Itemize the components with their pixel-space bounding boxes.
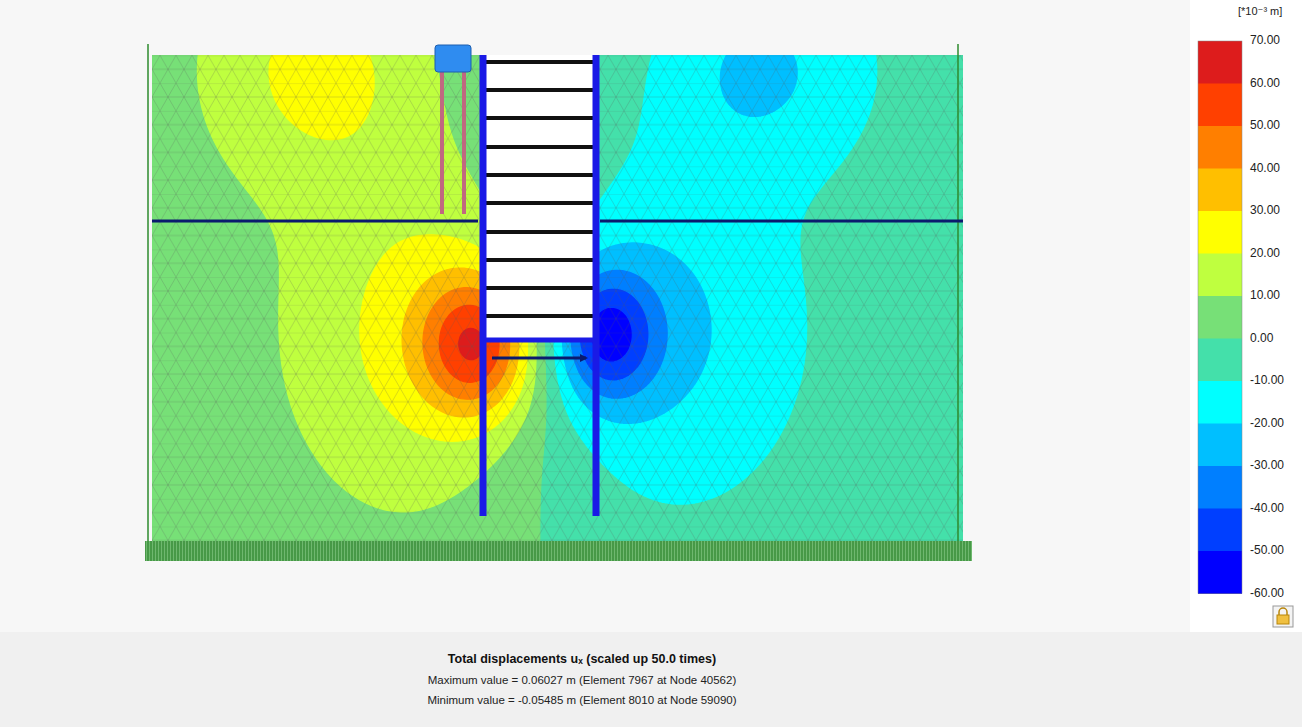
excavation-base <box>486 338 593 343</box>
legend-swatch <box>1198 381 1242 424</box>
legend-value: -60.00 <box>1250 586 1284 600</box>
boundary-fixity <box>147 44 149 560</box>
legend-value: 40.00 <box>1250 161 1280 175</box>
legend-swatch <box>1198 296 1242 339</box>
contour-band <box>152 55 963 545</box>
base-fixity <box>145 541 972 561</box>
legend-swatch <box>1198 211 1242 254</box>
legend-value: -30.00 <box>1250 458 1284 472</box>
finite-element-mesh <box>152 55 963 545</box>
boundary-fixity <box>957 44 959 560</box>
strut <box>486 258 593 262</box>
legend-swatch <box>1198 551 1242 594</box>
caption-panel <box>0 632 1302 727</box>
legend-swatch <box>1198 41 1242 84</box>
legend-value: -10.00 <box>1250 373 1284 387</box>
contour-band <box>152 55 963 545</box>
strut <box>486 145 593 149</box>
legend-value: -40.00 <box>1250 501 1284 515</box>
lock-icon <box>1273 606 1293 627</box>
max-value-note: Maximum value = 0.06027 m (Element 7967 … <box>282 674 882 686</box>
water-table <box>152 220 478 223</box>
strut <box>486 230 593 234</box>
legend-value: 20.00 <box>1250 246 1280 260</box>
plot-panel <box>0 0 1190 632</box>
contour-field <box>152 55 963 545</box>
legend-swatch <box>1198 509 1242 552</box>
strut <box>486 116 593 120</box>
contour-band <box>152 55 963 545</box>
min-value-note: Minimum value = -0.05485 m (Element 8010… <box>282 694 882 706</box>
strut <box>486 60 593 64</box>
legend-value: 0.00 <box>1250 331 1273 345</box>
building-foundation <box>435 45 471 72</box>
legend-unit: [*10⁻³ m] <box>1238 5 1282 18</box>
contour-band <box>152 55 963 545</box>
water-table <box>600 220 963 223</box>
strut <box>486 201 593 205</box>
legend-swatch <box>1198 339 1242 382</box>
legend-value: -20.00 <box>1250 416 1284 430</box>
legend-panel <box>1190 0 1302 632</box>
pile <box>462 70 466 214</box>
legend-value: 60.00 <box>1250 76 1280 90</box>
diaphragm-wall <box>593 55 600 516</box>
legend-swatch <box>1198 424 1242 467</box>
plot-title: Total displacements uₓ (scaled up 50.0 t… <box>282 652 882 666</box>
legend-value: 30.00 <box>1250 203 1280 217</box>
legend-swatch <box>1198 84 1242 127</box>
legend-frame <box>1198 41 1242 594</box>
excavation <box>486 55 593 340</box>
diaphragm-wall <box>480 55 487 516</box>
legend-value: 50.00 <box>1250 118 1280 132</box>
base-slab-end <box>580 354 588 362</box>
legend-value: 70.00 <box>1250 33 1280 47</box>
strut <box>486 88 593 92</box>
legend-value: 10.00 <box>1250 288 1280 302</box>
contour-band <box>152 55 963 545</box>
strut <box>486 286 593 290</box>
pile <box>440 70 444 214</box>
contour-band <box>152 55 963 545</box>
strut <box>486 173 593 177</box>
legend-value: -50.00 <box>1250 543 1284 557</box>
legend-swatch <box>1198 466 1242 509</box>
strut <box>486 314 593 318</box>
legend-swatch <box>1198 126 1242 169</box>
base-slab <box>492 357 586 360</box>
legend-swatch <box>1198 254 1242 297</box>
legend-swatch <box>1198 169 1242 212</box>
